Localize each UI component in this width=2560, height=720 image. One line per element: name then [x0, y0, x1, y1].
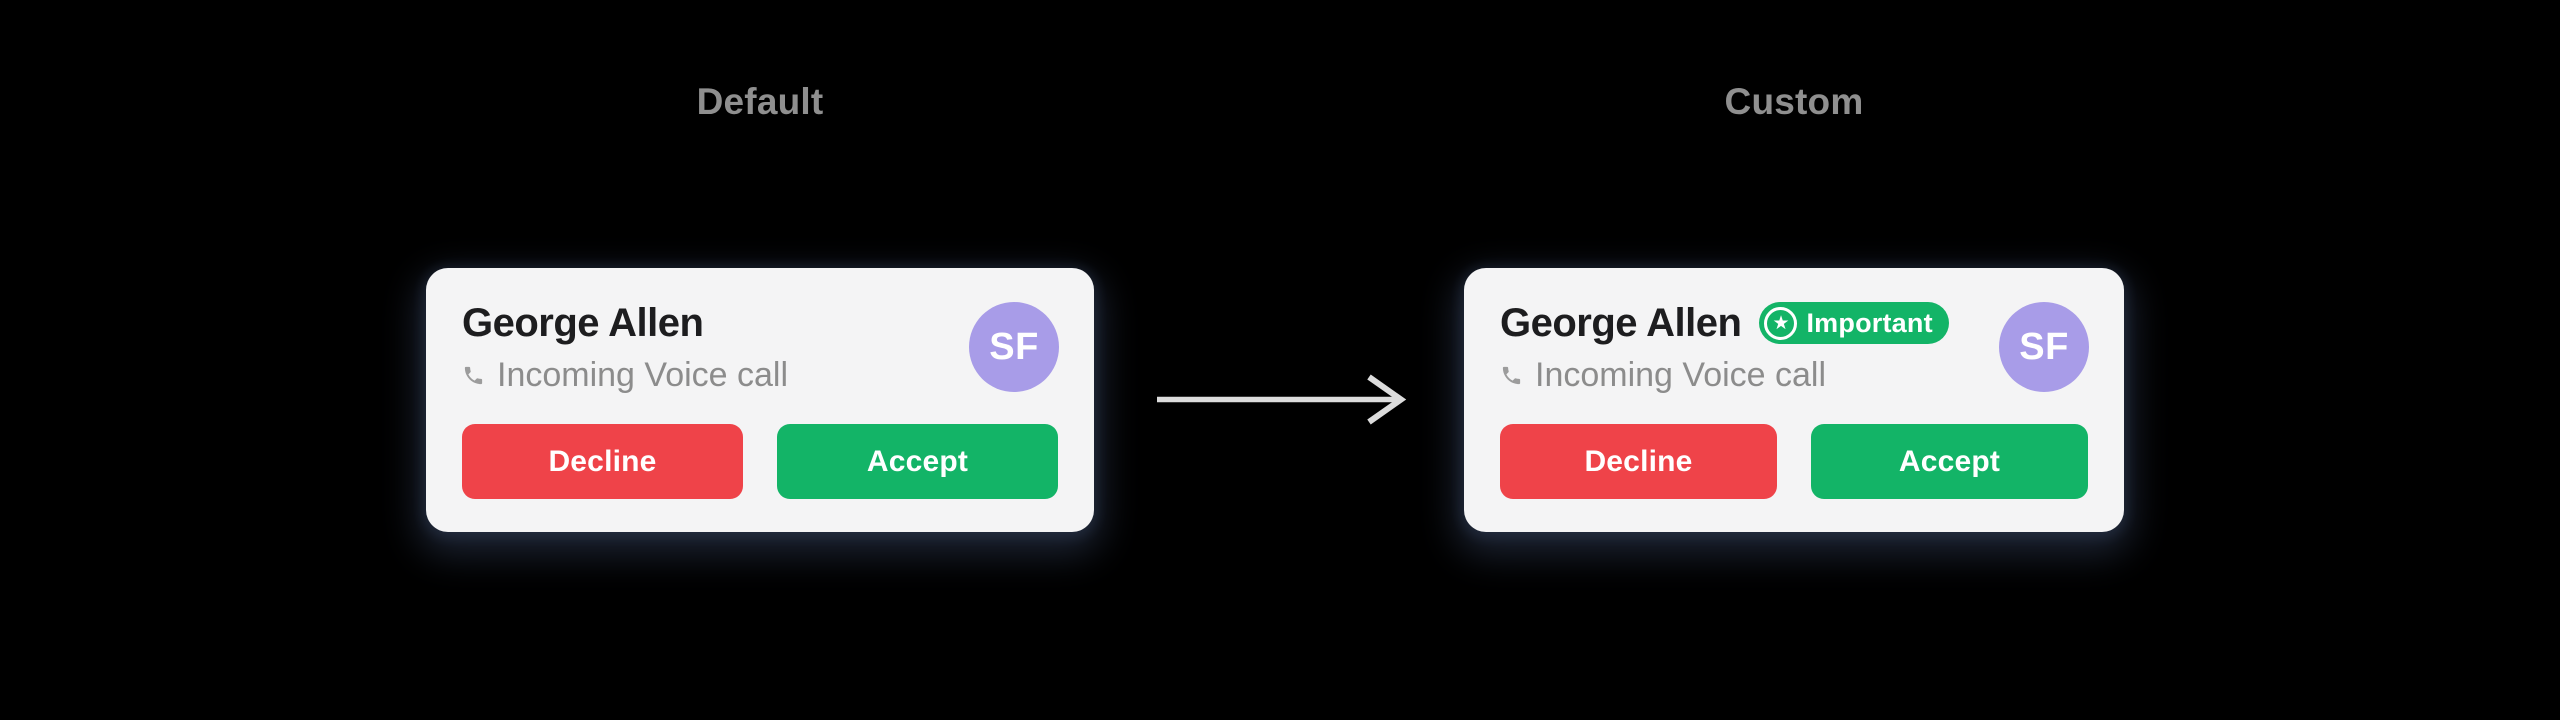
card-header: George Allen — [462, 302, 1058, 344]
accept-button[interactable]: Accept — [1811, 424, 2088, 499]
phone-icon — [464, 366, 483, 384]
star-icon: ★ — [1764, 306, 1798, 340]
avatar-initials: SF — [989, 325, 1039, 368]
section-title-custom: Custom — [1724, 81, 1864, 122]
phone-icon — [1502, 366, 1521, 384]
section-title-default: Default — [696, 81, 824, 122]
call-notification-card-custom: George Allen ★ Important Incoming Voice … — [1464, 268, 2124, 532]
call-type-row: Incoming Voice call — [1500, 357, 2088, 393]
caller-name: George Allen — [1500, 301, 1742, 345]
important-badge: ★ Important — [1759, 302, 1949, 344]
arrow-right-icon — [1157, 374, 1407, 425]
card-header: George Allen ★ Important — [1500, 302, 2088, 344]
accept-button[interactable]: Accept — [777, 424, 1058, 499]
avatar: SF — [1999, 302, 2089, 392]
call-type-row: Incoming Voice call — [462, 357, 1058, 393]
avatar-initials: SF — [2019, 325, 2069, 368]
call-type-label: Incoming Voice call — [1535, 356, 1827, 394]
important-badge-label: Important — [1806, 307, 1933, 338]
call-actions: Decline Accept — [1500, 424, 2088, 499]
decline-button[interactable]: Decline — [1500, 424, 1777, 499]
decline-button[interactable]: Decline — [462, 424, 743, 499]
avatar: SF — [969, 302, 1059, 392]
call-type-label: Incoming Voice call — [497, 356, 789, 394]
call-actions: Decline Accept — [462, 424, 1058, 499]
call-notification-card-default: George Allen Incoming Voice call SF Decl… — [426, 268, 1094, 532]
caller-name: George Allen — [462, 301, 704, 345]
